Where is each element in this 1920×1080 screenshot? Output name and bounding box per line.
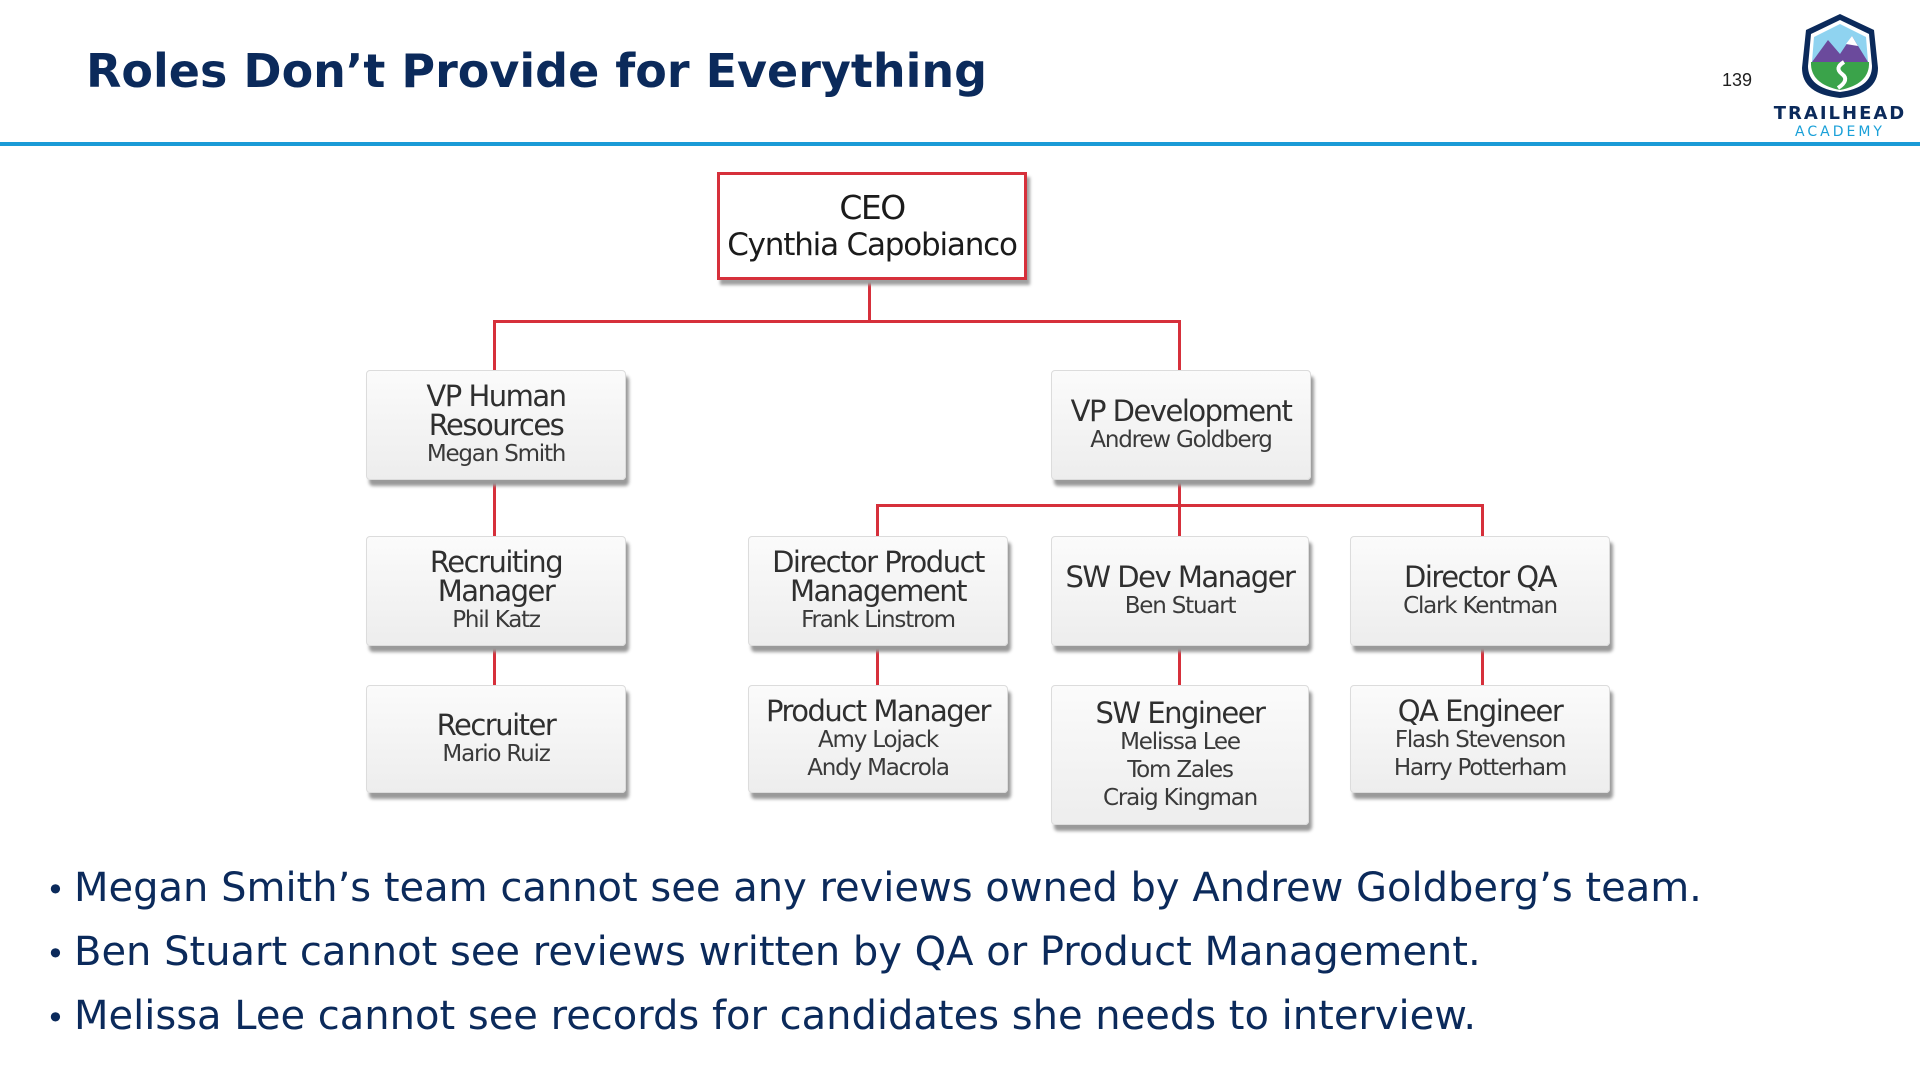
header-divider (0, 142, 1920, 146)
bullet-dot-icon: • (46, 999, 65, 1037)
bullet-item: •Megan Smith’s team cannot see any revie… (46, 862, 1702, 926)
bullet-item: •Melissa Lee cannot see records for cand… (46, 990, 1702, 1054)
node-role: Director Product (772, 545, 985, 579)
org-node-director-product-management: Director Product Management Frank Linstr… (748, 536, 1008, 646)
bullet-text: Megan Smith’s team cannot see any review… (74, 865, 1702, 911)
node-role: SW Engineer (1095, 695, 1266, 730)
node-person: Amy Lojack (818, 726, 939, 753)
trailhead-academy-logo: TRAILHEAD ACADEMY (1770, 10, 1910, 140)
bullet-text: Melissa Lee cannot see records for candi… (74, 993, 1477, 1039)
node-person: Mario Ruiz (442, 740, 550, 767)
org-node-ceo: CEO Cynthia Capobianco (717, 172, 1027, 280)
org-node-recruiting-manager: Recruiting Manager Phil Katz (366, 536, 626, 646)
node-person: Megan Smith (426, 441, 567, 467)
slide-number: 139 (1722, 70, 1753, 90)
node-person: Ben Stuart (1124, 592, 1237, 619)
connector-line (1178, 480, 1181, 506)
connector-line (876, 504, 879, 536)
node-role: SW Dev Manager (1065, 559, 1296, 594)
node-person: Tom Zales (1127, 756, 1234, 783)
node-person: Frank Linstrom (801, 607, 956, 633)
node-role: Product Manager (766, 693, 991, 728)
node-role: CEO (839, 188, 906, 227)
node-role: VP Human (426, 379, 567, 413)
connector-line (1481, 645, 1484, 685)
connector-line (1178, 645, 1181, 685)
logo-text-trailhead: TRAILHEAD (1773, 103, 1907, 124)
org-node-sw-dev-manager: SW Dev Manager Ben Stuart (1051, 536, 1309, 646)
logo-text-academy: ACADEMY (1795, 124, 1885, 140)
bullet-dot-icon: • (46, 871, 65, 909)
node-role: Recruiting (429, 545, 564, 579)
org-node-qa-engineer: QA Engineer Flash Stevenson Harry Potter… (1350, 685, 1610, 793)
node-role: Resources (428, 408, 565, 442)
connector-line (1481, 504, 1484, 536)
node-person: Craig Kingman (1102, 784, 1258, 811)
connector-line (868, 278, 871, 322)
connector-line (1178, 504, 1181, 536)
node-role: QA Engineer (1397, 693, 1564, 728)
org-node-director-qa: Director QA Clark Kentman (1350, 536, 1610, 646)
node-person: Harry Potterham (1393, 754, 1567, 781)
node-role: Management (789, 574, 968, 608)
node-person: Melissa Lee (1120, 728, 1241, 755)
slide-title: Roles Don’t Provide for Everything (86, 44, 988, 98)
bullet-dot-icon: • (46, 935, 65, 973)
connector-line (876, 645, 879, 685)
node-role: VP Development (1070, 393, 1293, 428)
node-person: Andy Macrola (807, 754, 950, 781)
node-person: Phil Katz (452, 607, 541, 633)
node-person: Andrew Goldberg (1090, 426, 1273, 453)
connector-line (493, 480, 496, 536)
connector-line (493, 320, 496, 370)
org-node-product-manager: Product Manager Amy Lojack Andy Macrola (748, 685, 1008, 793)
node-role: Recruiter (436, 707, 557, 742)
bullet-item: •Ben Stuart cannot see reviews written b… (46, 926, 1702, 990)
bullet-list: •Megan Smith’s team cannot see any revie… (46, 862, 1702, 1054)
node-role: Director QA (1404, 559, 1557, 594)
node-role: Manager (437, 574, 556, 608)
connector-line (1178, 320, 1181, 370)
bullet-text: Ben Stuart cannot see reviews written by… (74, 929, 1481, 975)
trailhead-badge-icon (1802, 14, 1878, 98)
org-node-vp-development: VP Development Andrew Goldberg (1051, 370, 1311, 480)
connector-line (493, 645, 496, 685)
node-person: Cynthia Capobianco (727, 227, 1018, 263)
node-person: Clark Kentman (1403, 592, 1558, 619)
org-node-vp-human-resources: VP Human Resources Megan Smith (366, 370, 626, 480)
org-node-recruiter: Recruiter Mario Ruiz (366, 685, 626, 793)
org-node-sw-engineer: SW Engineer Melissa Lee Tom Zales Craig … (1051, 685, 1309, 825)
connector-line (493, 320, 1181, 323)
node-person: Flash Stevenson (1394, 726, 1567, 753)
